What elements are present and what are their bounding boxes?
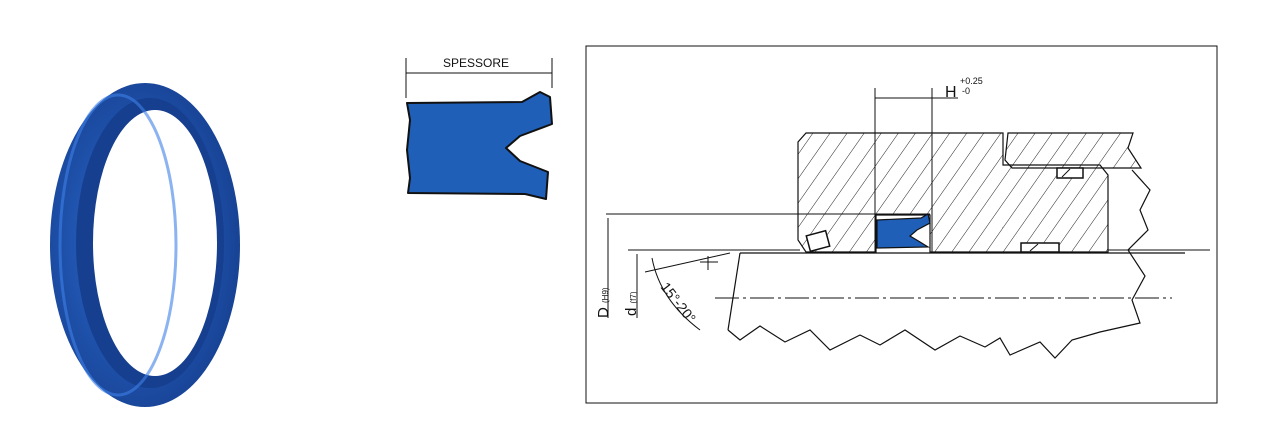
h-tol-lower: -0 [962, 86, 970, 96]
ring-hole [93, 110, 217, 376]
rod-label: d (f7) [623, 291, 640, 316]
wiper-ring [805, 229, 831, 253]
guide-ring-upper [1056, 167, 1084, 179]
guide-ring-hatch-1 [1061, 168, 1071, 178]
h-tol-upper: +0.25 [960, 76, 983, 86]
seal-profile-shape [406, 91, 553, 200]
bore-label: D (H9) [595, 287, 612, 318]
installed-seal [876, 213, 931, 249]
ring-highlight [58, 93, 178, 397]
seal-profile: SPESSORE [405, 56, 553, 200]
rod-break-line [727, 169, 1151, 359]
guide-ring-lower [1020, 242, 1060, 253]
seal-ring-illustration [50, 83, 240, 407]
h-label: H [945, 84, 957, 101]
angle-leader-1 [644, 252, 731, 273]
installation-drawing: H +0.25 -0 D (H9) d (f7) 15°-20° [585, 45, 1218, 404]
guide-ring-hatch-2 [1029, 243, 1039, 252]
cover-hatched-block [1004, 132, 1143, 169]
thickness-label: SPESSORE [443, 56, 509, 70]
rod-chamfer [727, 252, 741, 331]
angle-arc [651, 257, 701, 331]
